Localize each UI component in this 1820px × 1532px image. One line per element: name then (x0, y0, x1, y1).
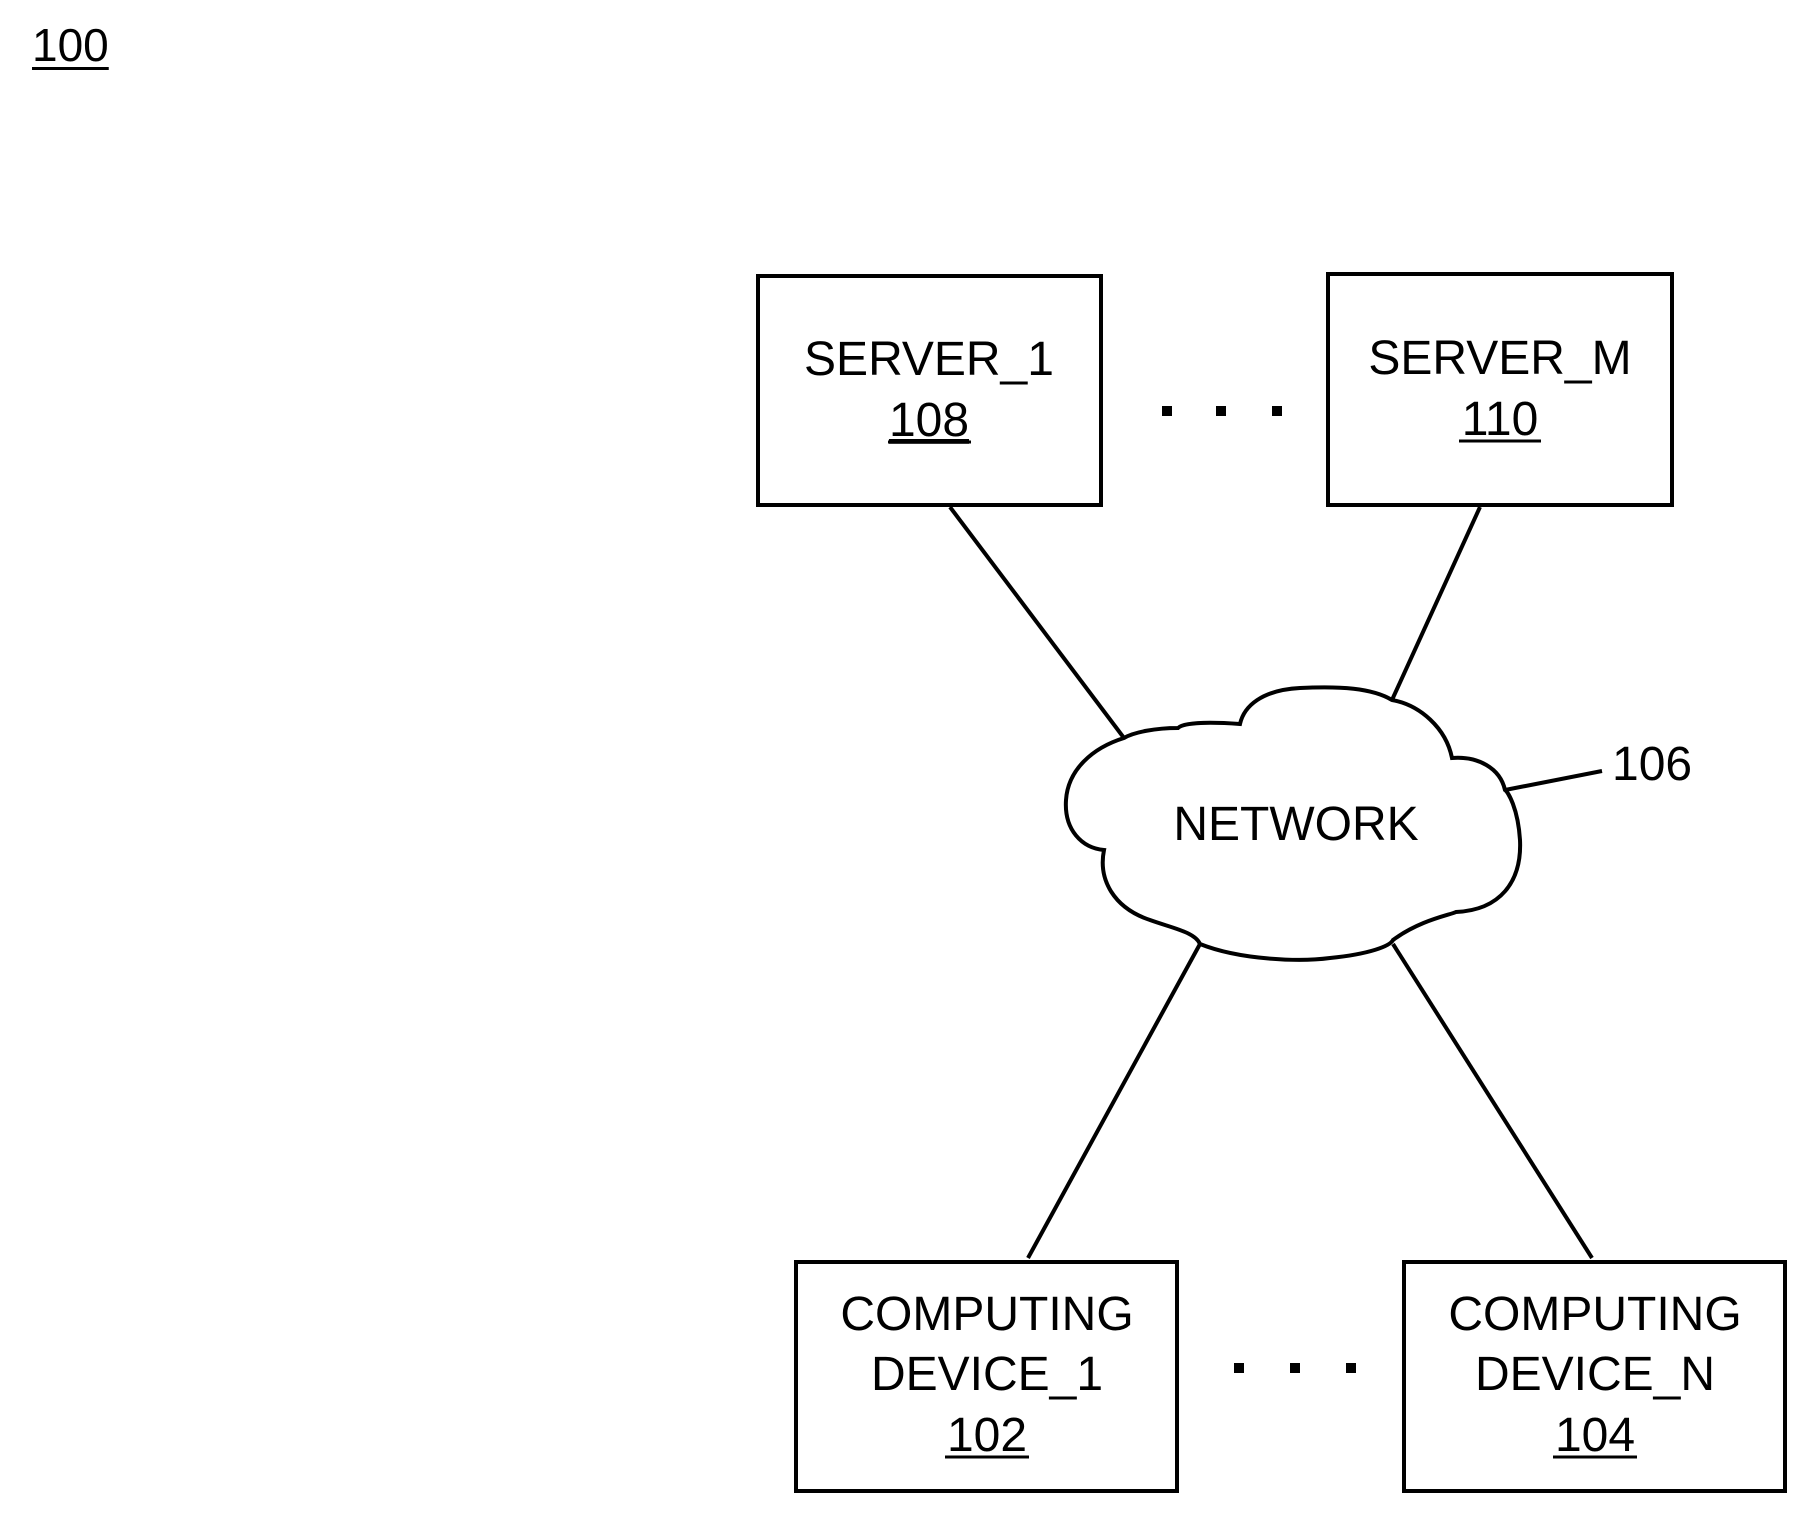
device-n-name-line1: COMPUTING (1448, 1288, 1741, 1341)
server-m-ref: 110 (1462, 393, 1539, 446)
device-1-box: COMPUTING DEVICE_1 102 (796, 1262, 1177, 1491)
server-1-name: SERVER_1 (804, 333, 1054, 386)
link-serverm-network (1392, 507, 1480, 700)
server-m-box: SERVER_M 110 (1328, 274, 1672, 505)
device-n-box: COMPUTING DEVICE_N 104 (1404, 1262, 1785, 1491)
link-server1-network (950, 507, 1124, 738)
link-network-devicen (1393, 944, 1592, 1258)
network-cloud: NETWORK (1066, 687, 1520, 959)
device-1-ref: 102 (947, 1409, 1027, 1462)
device-1-name-line2: DEVICE_1 (871, 1348, 1103, 1401)
device-1-name-line1: COMPUTING (840, 1288, 1133, 1341)
network-ref: 106 (1612, 738, 1692, 791)
device-n-name-line2: DEVICE_N (1475, 1348, 1715, 1401)
network-label: NETWORK (1173, 798, 1418, 851)
device-ellipsis (1234, 1363, 1356, 1373)
network-ref-leader (1505, 771, 1602, 790)
device-n-ref: 104 (1555, 1409, 1635, 1462)
server-ellipsis (1162, 406, 1282, 416)
server-1-box: SERVER_1 108 (758, 276, 1101, 505)
link-network-device1 (1028, 944, 1200, 1258)
server-m-name: SERVER_M (1368, 332, 1631, 385)
server-1-ref: 108 (889, 394, 969, 447)
